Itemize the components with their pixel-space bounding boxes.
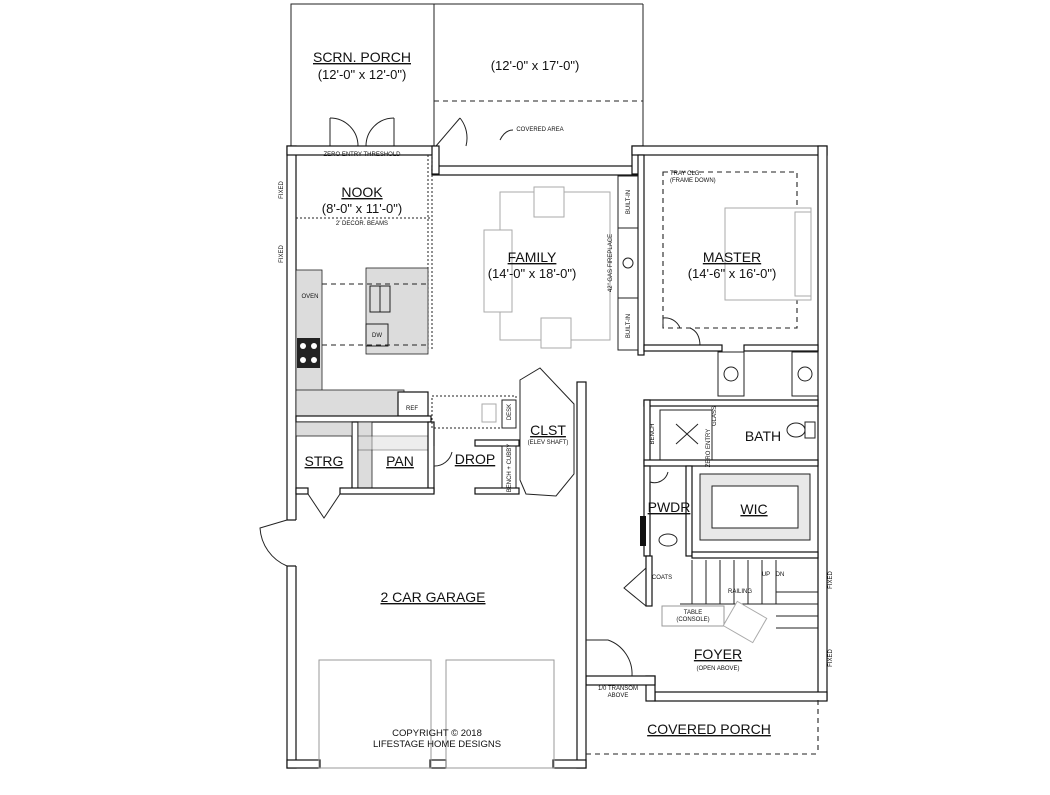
- staircase: [680, 560, 818, 629]
- fixed-window-note-1: FIXED: [279, 181, 285, 199]
- deck-dims: (12'-0" x 17'-0"): [491, 58, 580, 73]
- garage-label: 2 CAR GARAGE: [380, 589, 485, 605]
- console-table-label-2: (CONSOLE): [676, 617, 709, 623]
- bench-cubby-note: BENCH + CUBBY: [507, 444, 513, 493]
- wic-label: WIC: [740, 501, 767, 517]
- family-label: FAMILY: [508, 249, 557, 265]
- zero-entry-note: ZERO ENTRY: [706, 429, 712, 468]
- stair-up-label: UP: [762, 572, 770, 578]
- nook-dims: (8'-0" x 11'-0"): [322, 201, 402, 216]
- console-table-label: TABLE: [684, 610, 703, 616]
- dw-label: DW: [372, 333, 382, 339]
- copyright-line-2: LIFESTAGE HOME DESIGNS: [373, 739, 501, 750]
- garage: [259, 519, 633, 769]
- fixed-window-note-4: FIXED: [828, 649, 834, 667]
- family-dims: (14'-0" x 18'-0"): [488, 266, 577, 281]
- glass-note: GLASS: [712, 406, 718, 426]
- stair-down-label: DN: [776, 572, 785, 578]
- room-labels: SCRN. PORCH (12'-0" x 12'-0") (12'-0" x …: [279, 49, 834, 750]
- master-label: MASTER: [703, 249, 761, 265]
- oven-label: OVEN: [301, 294, 318, 300]
- pwdr-label: PWDR: [648, 499, 691, 515]
- drop-label: DROP: [455, 451, 495, 467]
- window-marks: [289, 148, 824, 698]
- transom-note-2: ABOVE: [608, 693, 629, 699]
- bench-note: BENCH: [650, 423, 656, 444]
- bath-label: BATH: [745, 428, 781, 444]
- built-in-top-note: BUILT-IN: [626, 190, 632, 214]
- clst-label: CLST: [530, 422, 566, 438]
- porch-french-doors: [329, 117, 468, 147]
- pan-label: PAN: [386, 453, 414, 469]
- railing-label: RAILING: [728, 589, 752, 595]
- foyer-note: (OPEN ABOVE): [696, 666, 739, 672]
- fixed-window-note-2: FIXED: [279, 245, 285, 263]
- foyer-label: FOYER: [694, 646, 742, 662]
- nook-label: NOOK: [341, 184, 383, 200]
- family-furniture: [483, 186, 611, 349]
- covered-area-note: COVERED AREA: [516, 127, 563, 133]
- scrn-porch-dims: (12'-0" x 12'-0"): [318, 67, 407, 82]
- console-table: [661, 605, 725, 627]
- core-rooms: [295, 367, 575, 519]
- fixed-window-note-3: FIXED: [828, 571, 834, 589]
- master-bedroom: [643, 171, 819, 352]
- covered-area-arrow: [499, 129, 514, 141]
- zero-entry-threshold-note: ZERO ENTRY THRESHOLD: [323, 152, 401, 158]
- built-in-bottom-note: BUILT-IN: [626, 314, 632, 338]
- coats-label: COATS: [652, 575, 672, 581]
- decor-beams-note: 2' DECOR. BEAMS: [336, 221, 388, 227]
- kitchen-area: [295, 155, 433, 417]
- master-bath: [643, 351, 819, 467]
- coat-closet: [623, 555, 653, 607]
- fireplace: [617, 175, 639, 351]
- master-dims: (14'-6" x 16'-0"): [688, 266, 777, 281]
- desk-note: DESK: [507, 404, 513, 420]
- covered-porch-label: COVERED PORCH: [647, 721, 771, 737]
- copyright-line-1: COPYRIGHT © 2018: [392, 728, 482, 739]
- scrn-porch-label: SCRN. PORCH: [313, 49, 411, 65]
- fireplace-note: 42" GAS FIREPLACE: [608, 234, 614, 292]
- transom-note: 1/0 TRANSOM: [598, 686, 638, 692]
- walk-in-closet: [691, 473, 819, 559]
- tray-ceiling-note: TRAY CLG.: [670, 171, 701, 177]
- tray-ceiling-note-2: (FRAME DOWN): [670, 178, 716, 184]
- foyer-chair: [722, 600, 768, 644]
- strg-label: STRG: [305, 453, 344, 469]
- ref-label: REF: [406, 406, 418, 412]
- clst-note: (ELEV SHAFT): [528, 440, 569, 446]
